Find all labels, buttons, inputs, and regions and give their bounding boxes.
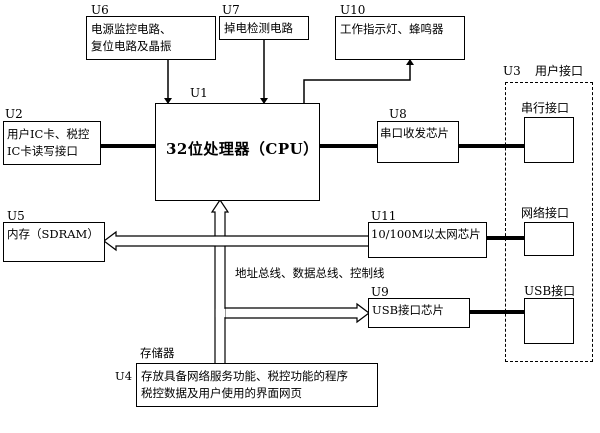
u10-text: 工作指示灯、蜂鸣器 (340, 22, 444, 36)
u7-cpu-arrow (260, 98, 268, 104)
u2-id: U2 (5, 107, 23, 121)
u8-text: 串口收发芯片 (380, 126, 449, 140)
u5-id: U5 (7, 209, 25, 223)
network-port-box (524, 222, 574, 256)
u6-cpu-arrow (164, 98, 172, 104)
u4-line-1: 存放具备网络服务功能、税控功能的程序 (141, 369, 348, 383)
u3-id: U3 (503, 64, 521, 78)
bus-horizontal-arrow (103, 230, 386, 252)
u2-line-2: IC卡读写接口 (7, 144, 78, 158)
u3-user-interface-group (505, 82, 593, 362)
usb-port-label: USB接口 (524, 284, 576, 298)
cpu-u10-arrow (406, 59, 414, 65)
cpu-box: 32位处理器（CPU） (155, 103, 320, 201)
u4-line-2: 税控数据及用户使用的界面网页 (141, 386, 302, 400)
u6-line-2: 复位电路及晶振 (91, 39, 172, 53)
u11-id: U11 (371, 209, 397, 223)
bus-u9-arrow (224, 302, 370, 324)
u5-text: 内存（SDRAM） (7, 227, 99, 241)
u2-line-1: 用户IC卡、税控 (7, 127, 90, 141)
u7-text: 掉电检测电路 (224, 21, 293, 35)
u11-text: 10/100M以太网芯片 (371, 227, 481, 241)
u8-serial-chip-box: 串口收发芯片 (377, 121, 459, 163)
u9-id: U9 (371, 285, 389, 299)
bus-label: 地址总线、数据总线、控制线 (235, 266, 385, 280)
u6-id: U6 (91, 3, 109, 17)
u6-power-monitor-box: 电源监控电路、 复位电路及晶振 (86, 16, 216, 60)
u11-ethernet-chip-box: 10/100M以太网芯片 (368, 222, 487, 258)
u2-ic-card-box: 用户IC卡、税控 IC卡读写接口 (3, 121, 101, 165)
u9-text: USB接口芯片 (372, 303, 445, 317)
cpu-id: U1 (190, 86, 208, 100)
u7-power-fail-box: 掉电检测电路 (219, 16, 309, 40)
network-port-label: 网络接口 (521, 206, 570, 220)
serial-port-label: 串行接口 (521, 101, 570, 115)
u7-id: U7 (222, 3, 240, 17)
u10-id: U10 (340, 3, 366, 17)
bus-vertical-arrow (210, 198, 230, 378)
serial-port-box (524, 117, 574, 163)
cpu-u10-line (303, 60, 411, 104)
u10-indicator-box: 工作指示灯、蜂鸣器 (335, 16, 465, 60)
u4-caption: 存储器 (140, 346, 175, 360)
u5-memory-box: 内存（SDRAM） (3, 222, 105, 262)
cpu-text: 32位处理器（CPU） (166, 140, 319, 158)
u8-id: U8 (389, 107, 407, 121)
u4-storage-box: U4 存放具备网络服务功能、税控功能的程序 税控数据及用户使用的界面网页 (115, 363, 378, 407)
usb-port-box (524, 298, 574, 344)
u4-id: U4 (115, 369, 133, 383)
u6-line-1: 电源监控电路、 (91, 22, 172, 36)
u3-title: 用户接口 (535, 64, 584, 78)
u9-usb-chip-box: USB接口芯片 (368, 298, 470, 328)
